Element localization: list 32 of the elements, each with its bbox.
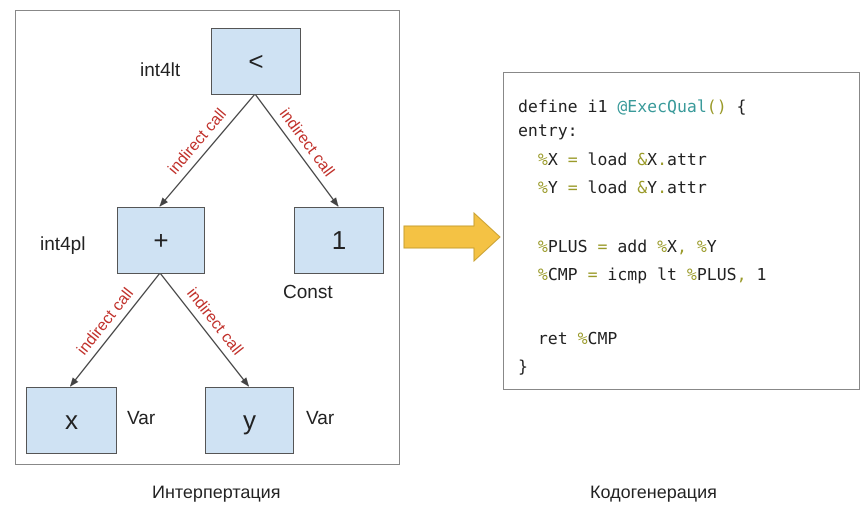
arrow bbox=[70, 272, 161, 387]
code-line: %X = load &X.attr bbox=[536, 149, 707, 171]
operator-label: 1 bbox=[332, 225, 346, 256]
code-line: %Y = load &Y.attr bbox=[536, 177, 707, 199]
tree-node-box bbox=[26, 387, 117, 454]
operator-label: x bbox=[65, 405, 78, 436]
tree-node-box bbox=[211, 28, 301, 95]
arrow bbox=[159, 272, 250, 387]
tree-node-box bbox=[117, 207, 205, 274]
node-type-label: Var bbox=[306, 408, 334, 430]
section-caption: Кодогенерация bbox=[590, 482, 717, 503]
node-type-label: int4lt bbox=[140, 60, 180, 82]
code-line: } bbox=[518, 356, 528, 378]
code-line: entry: bbox=[518, 120, 578, 142]
arrow bbox=[254, 94, 339, 207]
section-caption: Интерпертация bbox=[152, 482, 280, 503]
code-line: define i1 @ExecQual() { bbox=[518, 96, 746, 118]
code-line: ret %CMP bbox=[536, 328, 618, 350]
node-type-label: Var bbox=[127, 408, 156, 430]
code-box bbox=[503, 72, 860, 390]
arrow bbox=[159, 94, 256, 207]
operator-label: < bbox=[248, 46, 264, 77]
tree-node-box bbox=[294, 207, 384, 274]
code-line: %PLUS = add %X, %Y bbox=[536, 236, 717, 258]
tree-node-box bbox=[205, 387, 294, 454]
block-arrow bbox=[404, 212, 501, 262]
panel bbox=[15, 10, 400, 465]
operator-label: y bbox=[243, 405, 256, 436]
node-type-label: int4pl bbox=[40, 234, 86, 256]
node-type-label: Const bbox=[283, 282, 333, 304]
code-line: %CMP = icmp lt %PLUS, 1 bbox=[536, 264, 766, 286]
operator-label: + bbox=[153, 225, 169, 256]
